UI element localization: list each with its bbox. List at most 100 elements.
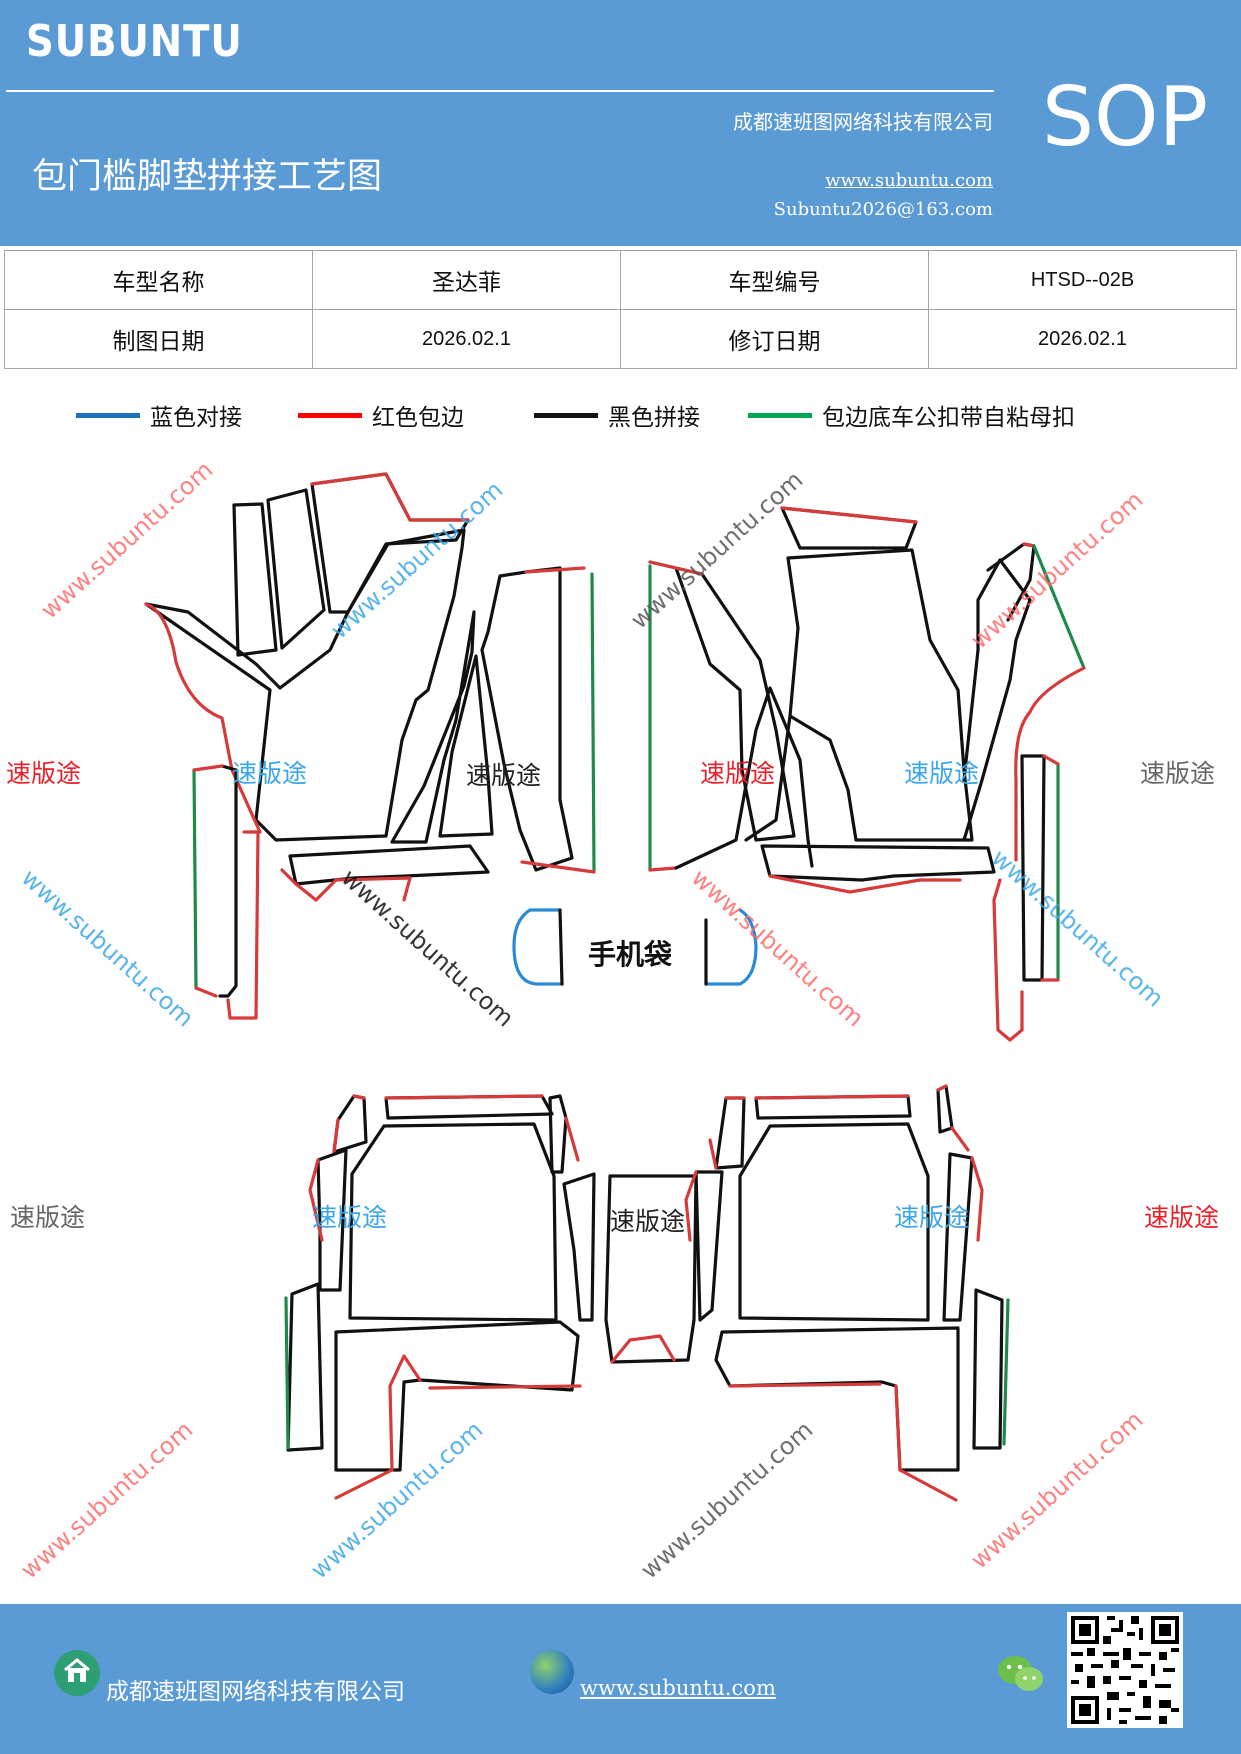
mat-piece — [520, 860, 596, 874]
mat-piece — [970, 1156, 984, 1242]
legend-swatch-green — [748, 412, 812, 418]
sop-badge: SOP — [1042, 70, 1209, 165]
legend-swatch-red — [298, 412, 362, 418]
mat-piece — [674, 686, 814, 870]
label-model-code: 车型编号 — [620, 250, 929, 310]
mat-piece — [760, 844, 996, 882]
mat-piece — [286, 1282, 324, 1452]
mat-piece — [1022, 542, 1036, 548]
watermark-label: 速版途 — [1144, 1203, 1219, 1232]
mat-piece — [694, 1170, 724, 1322]
mat-piece — [744, 714, 792, 842]
mat-piece — [1032, 544, 1086, 670]
phone-bag-right — [704, 908, 758, 986]
legend-swatch-black — [534, 412, 598, 418]
watermark-url: www.subuntu.com — [965, 1406, 1148, 1575]
label-revise-date: 修订日期 — [620, 309, 929, 369]
legend-item-red: 红色包边 — [298, 398, 464, 432]
value-model-name: 圣达菲 — [312, 250, 621, 310]
legend-item-green: 包边底车公扣带自粘母扣 — [748, 398, 1075, 432]
watermark-label: 速版途 — [6, 759, 81, 788]
watermark-url: www.subuntu.com — [35, 456, 218, 625]
mat-piece — [684, 1170, 698, 1242]
mat-piece — [192, 768, 198, 990]
mat-piece — [754, 1094, 912, 1120]
mat-piece — [144, 528, 466, 842]
mat-piece — [590, 572, 596, 872]
mat-piece — [438, 654, 494, 838]
mat-piece — [714, 1326, 960, 1472]
mat-piece — [232, 502, 278, 657]
header-email: Subuntu2026@163.com — [773, 199, 993, 220]
mat-piece — [316, 1148, 348, 1292]
mat-piece — [384, 1094, 554, 1120]
watermark-label: 速版途 — [466, 761, 541, 790]
header-banner — [0, 0, 1241, 246]
table-row: 制图日期 2026.02.1 修订日期 2026.02.1 — [4, 309, 1237, 369]
legend-label: 红色包边 — [372, 405, 464, 431]
mat-piece — [1014, 666, 1086, 862]
legend-swatch-blue — [76, 412, 140, 418]
mat-piece — [218, 764, 238, 998]
mat-piece — [226, 830, 260, 1020]
mat-piece — [192, 764, 224, 998]
mat-piece — [768, 874, 962, 894]
phone-bag-left — [512, 908, 564, 986]
legend-label: 包边底车公扣带自粘母扣 — [822, 405, 1075, 431]
mat-piece — [524, 566, 586, 574]
mat-piece — [786, 548, 974, 842]
value-model-code: HTSD--02B — [928, 250, 1237, 310]
watermark-label: 速版途 — [904, 759, 979, 788]
mat-piece — [610, 1334, 676, 1364]
mat-piece — [144, 602, 262, 834]
mat-piece — [648, 866, 678, 872]
mat-piece — [754, 1094, 910, 1100]
mat-piece — [992, 878, 1024, 1042]
watermark-url: www.subuntu.com — [305, 1416, 488, 1585]
mat-piece — [1002, 1298, 1010, 1446]
mat-piece — [280, 868, 412, 902]
mat-piece — [962, 558, 1032, 842]
watermark-label: 速版途 — [232, 759, 307, 788]
watermark-label: 速版途 — [700, 759, 775, 788]
value-revise-date: 2026.02.1 — [928, 309, 1237, 369]
footer-website-link[interactable]: www.subuntu.com — [580, 1676, 776, 1700]
label-draw-date: 制图日期 — [4, 309, 313, 369]
mat-piece — [284, 1296, 290, 1450]
mat-piece — [334, 1354, 422, 1500]
watermark-url: www.subuntu.com — [336, 864, 519, 1033]
mat-piece — [780, 506, 918, 524]
header-company: 成都速班图网络科技有限公司 — [733, 110, 993, 134]
mat-piece — [310, 472, 470, 522]
mat-piece — [728, 1382, 958, 1502]
header-website-link[interactable]: www.subuntu.com — [825, 170, 993, 191]
mat-piece — [648, 560, 796, 842]
header-divider — [6, 90, 994, 92]
mat-piece — [390, 610, 476, 844]
value-draw-date: 2026.02.1 — [312, 309, 621, 369]
legend-label: 蓝色对接 — [150, 405, 242, 431]
qr-code[interactable] — [1067, 1612, 1183, 1728]
legend-label: 黑色拼接 — [608, 405, 700, 431]
watermark-label: 速版途 — [10, 1203, 85, 1232]
label-model-name: 车型名称 — [4, 250, 313, 310]
home-icon — [54, 1650, 100, 1696]
mat-piece — [942, 1152, 974, 1322]
mat-piece — [332, 1094, 366, 1154]
mat-piece — [384, 1094, 544, 1100]
watermark-url: www.subuntu.com — [16, 864, 199, 1033]
watermark-url: www.subuntu.com — [986, 844, 1169, 1013]
mat-piece — [548, 1094, 568, 1174]
mat-piece — [708, 1096, 746, 1170]
watermark-label: 速版途 — [1140, 759, 1215, 788]
mat-piece — [738, 1122, 930, 1322]
mat-piece — [308, 1158, 324, 1242]
watermark-label: 速版途 — [312, 1203, 387, 1232]
legend-item-blue: 蓝色对接 — [76, 398, 242, 432]
mat-piece — [428, 1384, 582, 1390]
mat-diagram: 手机袋 速版途 速版途 速版途 速版途 速版途 速版途 速版途 速版途 速版途 … — [6, 456, 1219, 1585]
phone-bag-left — [558, 908, 564, 986]
legend: 蓝色对接 红色包边 黑色拼接 包边底车公扣带自粘母扣 — [0, 398, 1241, 438]
mat-piece — [936, 1084, 954, 1134]
wechat-icon — [996, 1654, 1046, 1694]
